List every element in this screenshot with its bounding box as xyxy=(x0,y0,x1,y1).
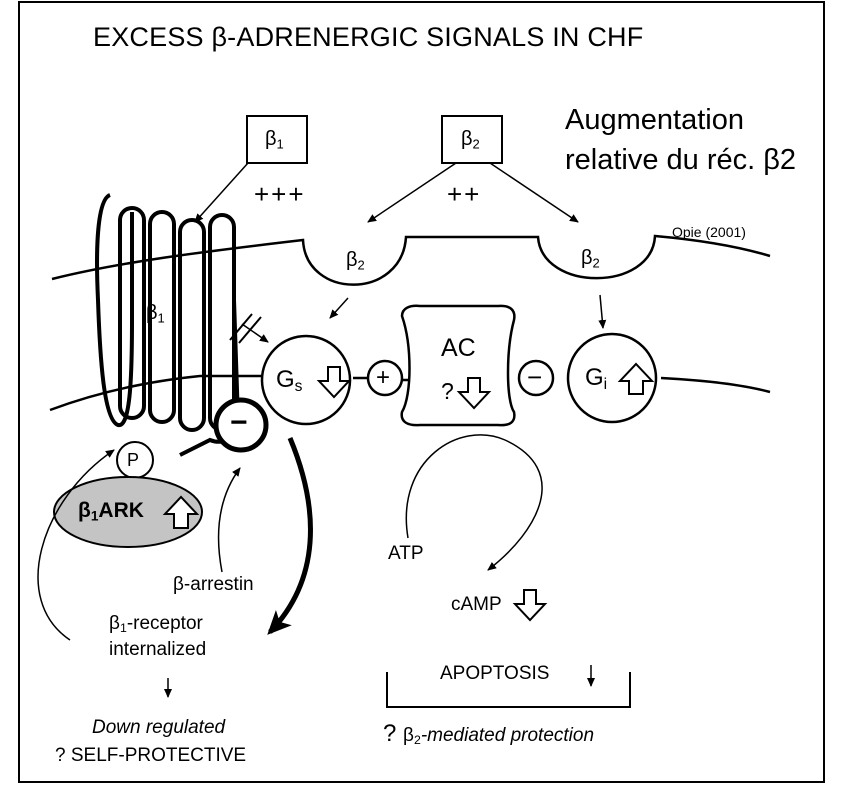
self-protective-label: ? SELF-PROTECTIVE xyxy=(55,745,247,766)
gi-label: Gi xyxy=(585,364,608,393)
arrow-beta1-to-receptor xyxy=(194,162,249,223)
down-arrow-camp-icon xyxy=(512,589,548,622)
ac-shape xyxy=(400,304,516,427)
protection-label: ? β2-mediated protection xyxy=(383,720,595,748)
up-arrow-gi-icon xyxy=(617,362,655,395)
internalized-line1: β1-receptor xyxy=(109,613,203,636)
credit-label: Opie (2001) xyxy=(672,224,746,240)
beta1-box-label: β1 xyxy=(265,128,284,152)
beta1-receptor-label: β1 xyxy=(146,302,165,326)
apoptosis-bracket xyxy=(386,672,631,708)
annotation-line2: relative du réc. β2 xyxy=(565,144,797,176)
beta2-strength: ++ xyxy=(447,179,482,209)
plus-sign: + xyxy=(376,364,391,391)
camp-label: cAMP xyxy=(451,594,502,615)
beta2-left-label: β2 xyxy=(346,249,365,273)
down-regulated-label: Down regulated xyxy=(92,717,226,738)
beta1-box xyxy=(246,115,308,164)
down-arrow-ac-icon xyxy=(456,377,492,410)
block-mark-2 xyxy=(238,316,262,344)
arrow-beta2-to-gs xyxy=(329,297,349,319)
gi-protein-shape xyxy=(566,332,658,424)
apoptosis-label: APOPTOSIS xyxy=(440,663,550,684)
annotation-line1: Augmentation xyxy=(565,104,744,136)
arrestin-label: β-arrestin xyxy=(173,574,254,595)
arrow-atp-to-camp xyxy=(405,434,543,571)
arrow-arrestin-to-inhibitor xyxy=(217,467,241,573)
ac-label: AC xyxy=(441,334,476,362)
block-mark-1 xyxy=(229,313,253,341)
arrow-blocked-to-gs xyxy=(241,323,269,343)
bark-ellipse xyxy=(53,476,203,548)
atp-label: ATP xyxy=(388,543,424,564)
arrow-beta2-right xyxy=(489,162,579,223)
bark-label: β1ARK xyxy=(78,499,144,524)
minus-sign: − xyxy=(527,362,543,392)
internalized-line2: internalized xyxy=(109,639,207,660)
down-arrow-gs-icon xyxy=(316,366,352,399)
minus-circle xyxy=(517,359,555,397)
up-arrow-bark-icon xyxy=(162,495,200,529)
inhibit-sign: − xyxy=(230,406,248,439)
plus-circle xyxy=(366,359,404,397)
diagram-frame xyxy=(18,1,825,783)
arrow-internalized-to-p xyxy=(37,449,115,641)
gs-label: Gs xyxy=(276,366,303,395)
beta2-box xyxy=(441,115,503,164)
beta1-strength: +++ xyxy=(254,179,306,209)
arrow-internalization xyxy=(267,437,313,635)
phospho-label: P xyxy=(127,450,140,470)
beta2-box-label: β2 xyxy=(461,128,480,152)
arrow-beta2-left xyxy=(367,162,457,223)
arrow-beta2-to-gi xyxy=(598,294,607,329)
inhibitor-circle xyxy=(213,397,269,453)
page-title: EXCESS β-ADRENERGIC SIGNALS IN CHF xyxy=(93,22,644,52)
ac-question: ? xyxy=(441,378,454,404)
membrane-outer xyxy=(51,234,771,286)
beta2-right-label: β2 xyxy=(581,247,600,271)
